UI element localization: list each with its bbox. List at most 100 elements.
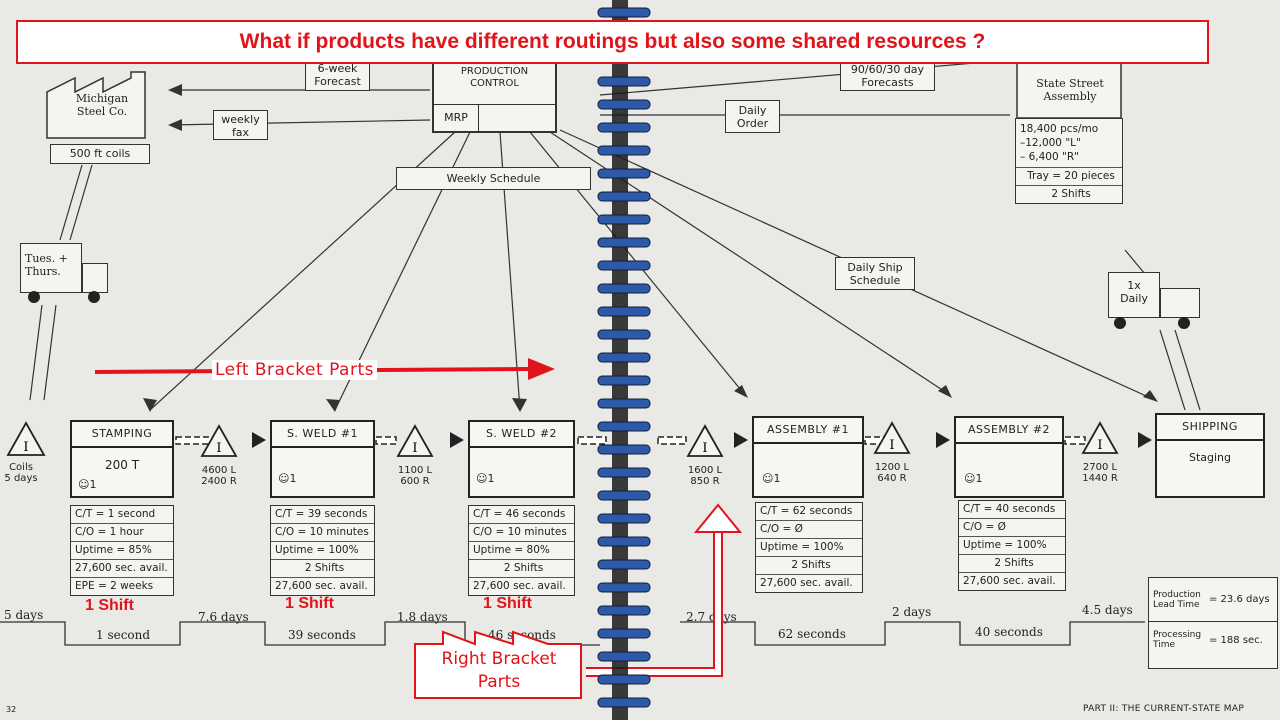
spiral-ring: [597, 352, 651, 363]
spiral-ring: [597, 490, 651, 501]
spiral-ring: [597, 467, 651, 478]
mrp-label: MRP: [434, 104, 479, 131]
svg-text:I: I: [23, 440, 28, 455]
spiral-ring: [597, 145, 651, 156]
timeline-seconds-4: 40 seconds: [975, 625, 1043, 639]
spiral-ring: [597, 559, 651, 570]
shift-note-stamping: 1 Shift: [85, 597, 134, 614]
process-spot-weld-2: S. WELD #2 ☺1: [468, 420, 575, 498]
banner-question: What if products have different routings…: [16, 20, 1209, 64]
spiral-ring: [597, 398, 651, 409]
inventory-left-qty: 1600 L: [687, 465, 723, 476]
inventory-left-qty: 2700 L: [1082, 462, 1118, 473]
spiral-ring: [597, 214, 651, 225]
process-shipping: SHIPPING Staging: [1155, 413, 1265, 498]
timeline-seconds-3: 62 seconds: [778, 627, 846, 641]
lead-time-summary: Production Lead Time = 23.6 days Process…: [1148, 577, 1278, 669]
lead-time-label: Production Lead Time: [1153, 589, 1201, 610]
spiral-ring: [597, 605, 651, 616]
timeline-days-4: 2 days: [892, 605, 932, 619]
page-number: 32: [6, 705, 17, 714]
spiral-ring: [597, 421, 651, 432]
timeline-days-0: 5 days: [4, 608, 44, 622]
footer-section-title: PART II: THE CURRENT-STATE MAP: [1083, 704, 1245, 714]
timeline-days-5: 4.5 days: [1082, 603, 1133, 617]
spiral-ring: [597, 582, 651, 593]
lead-time-value: = 23.6 days: [1209, 594, 1270, 605]
spiral-ring: [597, 651, 651, 662]
customer-factory-icon: [1016, 61, 1122, 119]
process-assembly-1: ASSEMBLY #1 ☺1: [752, 416, 864, 498]
spiral-ring: [597, 122, 651, 133]
svg-text:I: I: [216, 441, 221, 456]
shift-note-spot-weld-2: 1 Shift: [483, 595, 532, 612]
spiral-ring: [597, 536, 651, 547]
timeline-days-2: 1.8 days: [397, 610, 448, 624]
process-stamping: STAMPING 200 T ☺1: [70, 420, 174, 498]
inventory-left-qty: 4600 L: [201, 465, 237, 476]
spiral-ring: [597, 7, 651, 18]
supplier-factory-icon: [46, 71, 146, 139]
process-assembly-2: ASSEMBLY #2 ☺1: [954, 416, 1064, 498]
svg-text:I: I: [1097, 438, 1102, 453]
inventory-triangle-icon: I: [873, 421, 911, 454]
spiral-ring: [597, 674, 651, 685]
inventory-right-qty: 2400 R: [201, 476, 237, 487]
svg-text:I: I: [702, 441, 707, 456]
customer-data-table: 18,400 pcs/mo –12,000 "L" – 6,400 "R" Tr…: [1015, 118, 1123, 204]
spiral-binding: [597, 0, 651, 720]
spiral-ring: [597, 375, 651, 386]
process-spot-weld-1: S. WELD #1 ☺1: [270, 420, 375, 498]
inventory-triangle-icon: I: [1081, 421, 1119, 454]
processing-time-value: = 188 sec.: [1209, 634, 1263, 646]
timeline-seconds-1: 39 seconds: [288, 628, 356, 642]
inventory-right-qty: 640 R: [877, 473, 907, 484]
inventory-left-qty: 1200 L: [874, 462, 910, 473]
spiral-ring: [597, 628, 651, 639]
inventory-right-qty: 600 R: [400, 476, 430, 487]
inventory-triangle-icon: I: [396, 424, 434, 457]
svg-text:I: I: [889, 438, 894, 453]
inventory-right-qty: 1440 R: [1082, 473, 1118, 484]
coils-inventory-triangle-icon: I: [6, 421, 46, 456]
spiral-ring: [597, 306, 651, 317]
inventory-right-qty: 850 R: [690, 476, 720, 487]
inventory-triangle-icon: I: [686, 424, 724, 457]
spiral-ring: [597, 697, 651, 708]
spiral-ring: [597, 76, 651, 87]
spiral-ring: [597, 329, 651, 340]
timeline-days-1: 7.6 days: [198, 610, 249, 624]
spiral-ring: [597, 513, 651, 524]
spiral-ring: [597, 444, 651, 455]
spiral-ring: [597, 191, 651, 202]
svg-text:I: I: [412, 441, 417, 456]
weekly-schedule-box: Weekly Schedule: [396, 167, 591, 190]
shift-note-spot-weld-1: 1 Shift: [285, 595, 334, 612]
inventory-triangle-icon: I: [200, 424, 238, 457]
right-bracket-callout-shape: [414, 630, 582, 699]
spiral-ring: [597, 260, 651, 271]
inventory-left-qty: 1100 L: [397, 465, 433, 476]
processing-time-label: Processing Time: [1153, 630, 1202, 650]
timeline-seconds-0: 1 second: [96, 628, 151, 642]
spiral-ring: [597, 99, 651, 110]
spiral-ring: [597, 237, 651, 248]
supplier-coils-box: 500 ft coils: [50, 144, 150, 164]
left-bracket-parts-label: Left Bracket Parts: [212, 360, 377, 380]
